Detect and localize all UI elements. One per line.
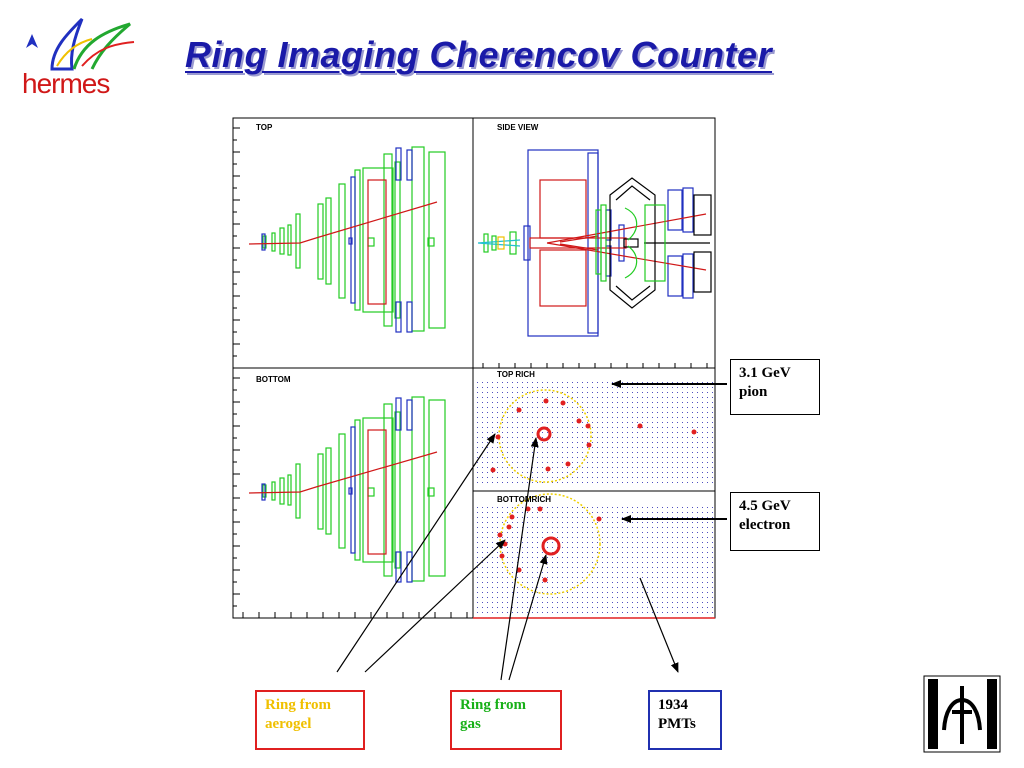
pion-callout: 3.1 GeV pion [730, 359, 820, 415]
electron-callout: 4.5 GeV electron [730, 492, 820, 551]
electron-label: electron [739, 517, 791, 533]
pmt-count: 1934 [658, 697, 688, 713]
bottom-rich-gas-ring [541, 536, 561, 556]
panel-label-top: TOP [256, 123, 273, 132]
panel-label-top-rich: TOP RICH [497, 370, 535, 379]
pion-label: pion [739, 384, 768, 400]
gas-label-line2: gas [460, 716, 481, 732]
electron-energy: 4.5 GeV [739, 498, 791, 514]
top-rich-hits [490, 389, 697, 483]
pmt-count-label: 1934 PMTs [648, 690, 722, 750]
bottom-panel-detector [248, 396, 446, 583]
panel-label-side-view: SIDE VIEW [497, 123, 539, 132]
top-rich-pmt-plane [477, 380, 713, 486]
pmt-label: PMTs [658, 716, 696, 732]
panel-frames [232, 117, 716, 619]
top-rich-gas-ring [536, 426, 552, 442]
axis-ticks [233, 127, 708, 618]
logo-text: hermes [22, 68, 110, 99]
side-view-detector [477, 149, 712, 337]
aerogel-label-line1: Ring from [265, 697, 331, 713]
panel-label-bottom-rich: BOTTOMRICH [497, 495, 551, 504]
slide-title: Ring Imaging Cherencov Counter [185, 34, 773, 75]
panel-label-bottom: BOTTOM [256, 375, 291, 384]
aerogel-ring-label: Ring from aerogel [255, 690, 365, 750]
hermes-logo [12, 14, 137, 104]
gas-ring-label: Ring from gas [450, 690, 562, 750]
aerogel-label-line2: aerogel [265, 716, 312, 732]
top-panel-detector [248, 146, 446, 333]
university-emblem-icon [923, 675, 1001, 753]
pion-energy: 3.1 GeV [739, 365, 791, 381]
annotation-arrows [336, 380, 727, 681]
gas-label-line1: Ring from [460, 697, 526, 713]
hermes-wings-icon [26, 17, 135, 71]
bottom-rich-pmt-plane [477, 505, 713, 613]
